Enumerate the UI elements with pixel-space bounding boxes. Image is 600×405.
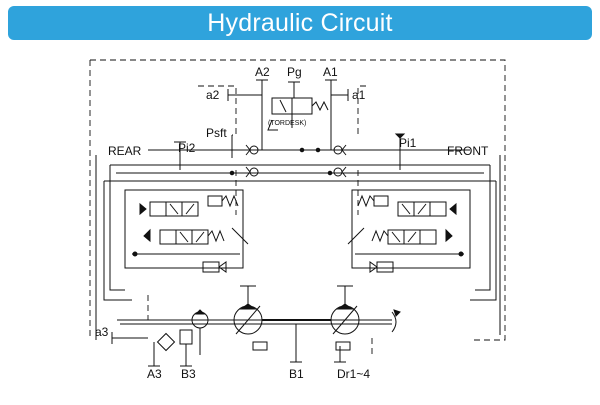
left-control-valve (124, 189, 249, 273)
label-b1: B1 (289, 367, 304, 381)
label-dr: Dr1~4 (337, 367, 370, 381)
right-control-valve (347, 189, 471, 273)
torque-control-valve (267, 97, 329, 131)
page-title: Hydraulic Circuit (207, 8, 393, 37)
label-tordesk: (TORDESK) (268, 120, 306, 127)
top-ports (227, 79, 349, 150)
label-front: FRONT (447, 144, 489, 158)
label-a1-right: a1 (352, 88, 366, 102)
main-pump-right (330, 285, 360, 335)
label-a3-left: a3 (95, 325, 109, 339)
hydraulic-circuit-diagram: A2 Pg A1 a2 a1 (TORDESK) Psft Pi2 Pi1 RE… (89, 59, 506, 381)
label-pi1: Pi1 (399, 136, 417, 150)
label-a3-bottom: A3 (147, 367, 162, 381)
bottom-ports (111, 324, 351, 367)
drive-shaft (120, 309, 401, 333)
title-bar: Hydraulic Circuit (8, 6, 592, 40)
pilot-lines (89, 59, 506, 355)
main-pump-left (226, 285, 263, 335)
label-a2: A2 (255, 65, 270, 79)
pilot-pump (153, 309, 209, 360)
diagram-labels: A2 Pg A1 a2 a1 (TORDESK) Psft Pi2 Pi1 RE… (95, 65, 489, 381)
return-lines (95, 155, 501, 340)
label-rear: REAR (108, 144, 142, 158)
label-pg: Pg (287, 65, 302, 79)
shuttle-valves-lower (104, 164, 496, 182)
label-psft: Psft (206, 126, 227, 140)
pilot-inlets (174, 133, 406, 143)
label-a1: A1 (323, 65, 338, 79)
label-b3: B3 (181, 367, 196, 381)
label-a2-left: a2 (206, 88, 220, 102)
label-pi2: Pi2 (178, 141, 196, 155)
